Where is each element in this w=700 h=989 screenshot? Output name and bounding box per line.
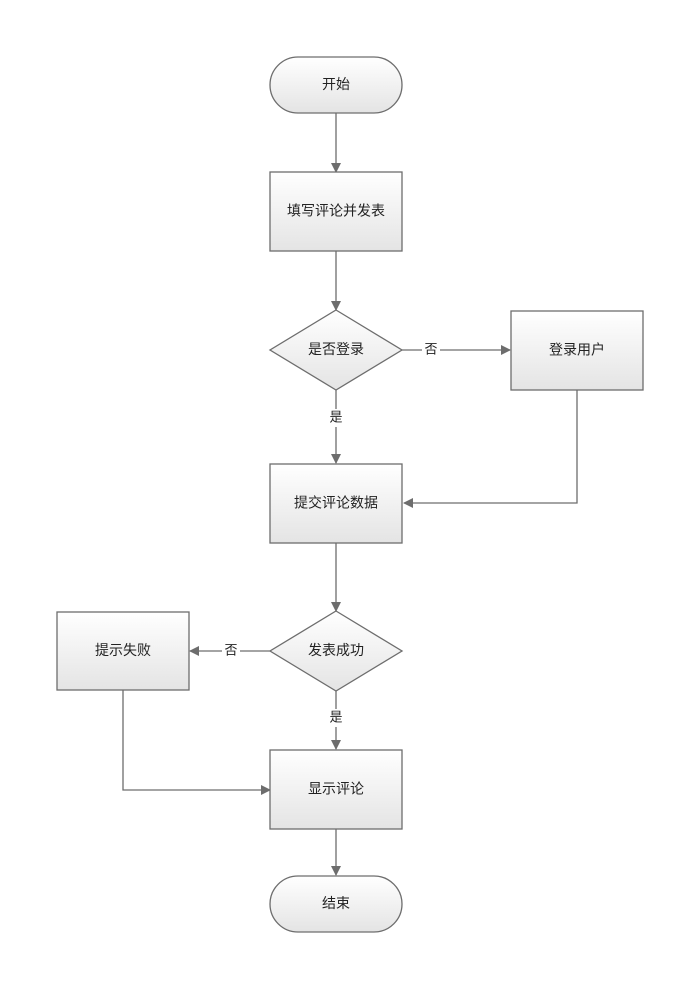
edge-failure-to-show [122,690,271,795]
node-logged-in-decision: 是否登录 [268,309,404,391]
node-login-user: 登录用户 [510,310,644,391]
process-shape [510,310,644,391]
node-show-comment: 显示评论 [269,749,403,830]
node-label: 填写评论并发表 [287,204,385,220]
process-shape [269,463,403,544]
node-label: 发表成功 [308,643,364,659]
node-submit-data: 提交评论数据 [269,463,403,544]
node-label: 是否登录 [308,342,364,358]
edge-label-success-yes: 是 [329,711,342,726]
node-label: 开始 [322,77,350,93]
node-start: 开始 [269,56,403,114]
edge-label-login-yes: 是 [329,411,342,426]
process-shape [56,611,190,691]
node-label: 登录用户 [549,342,605,359]
edge-login-user-to-submit [403,390,578,508]
edge-label-success-no: 否 [224,644,237,659]
node-show-failure: 提示失败 [56,611,190,691]
decision-shape [268,309,404,391]
terminator-shape [269,56,403,114]
decision-shape [268,610,404,692]
node-label: 结束 [322,896,350,912]
node-publish-success-decision: 发表成功 [268,610,404,692]
process-shape [269,749,403,830]
edge-label-login-no: 否 [424,343,437,358]
node-end: 结束 [269,875,403,933]
node-label: 显示评论 [308,782,364,798]
process-shape [269,171,403,252]
node-write-comment: 填写评论并发表 [269,171,403,252]
node-label: 提示失败 [95,643,151,659]
terminator-shape [269,875,403,933]
node-label: 提交评论数据 [294,495,378,512]
